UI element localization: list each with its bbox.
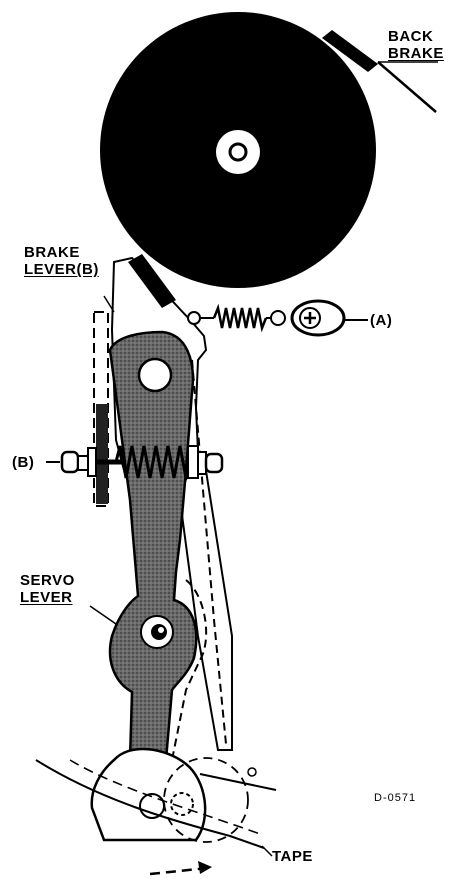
brake-lever-label-line1: BRAKE: [24, 244, 80, 261]
reel-hub-bore: [228, 142, 248, 162]
servo-lever-leader: [89, 605, 117, 625]
back-brake-shoe: [322, 30, 378, 72]
back-brake-leader: [377, 61, 437, 113]
back-brake-label: BACK BRAKE: [388, 28, 444, 62]
servo-lever-label-line2: LEVER: [20, 589, 73, 606]
drawing-number: D-0571: [374, 792, 417, 804]
reel-hub: [216, 130, 260, 174]
tape-path: [35, 759, 277, 849]
tape-label: TAPE: [272, 848, 313, 865]
back-brake-label-line1: BACK: [388, 28, 434, 45]
back-brake-label-line2: BRAKE: [388, 45, 444, 62]
adjusting-stud-a: [290, 299, 368, 337]
a-marker-label: (A): [370, 312, 393, 329]
stud-b: [46, 445, 224, 484]
tape-guide-cam: [90, 747, 257, 843]
brake-lever-label-line2: LEVER(B): [24, 261, 99, 278]
brake-lever-leader: [103, 295, 115, 313]
tape-direction-arrow: [149, 861, 212, 876]
tape-leader: [261, 845, 273, 857]
guide-plate: [93, 311, 109, 507]
spring-a: [187, 303, 286, 333]
b-marker-label: (B): [12, 454, 35, 471]
servo-lever-alternate: [171, 579, 208, 761]
servo-lever-label: SERVO LEVER: [20, 572, 75, 606]
servo-lever-label-line1: SERVO: [20, 572, 75, 589]
servo-lever: [108, 330, 198, 762]
brake-lever-label: BRAKE LEVER(B): [24, 244, 99, 278]
